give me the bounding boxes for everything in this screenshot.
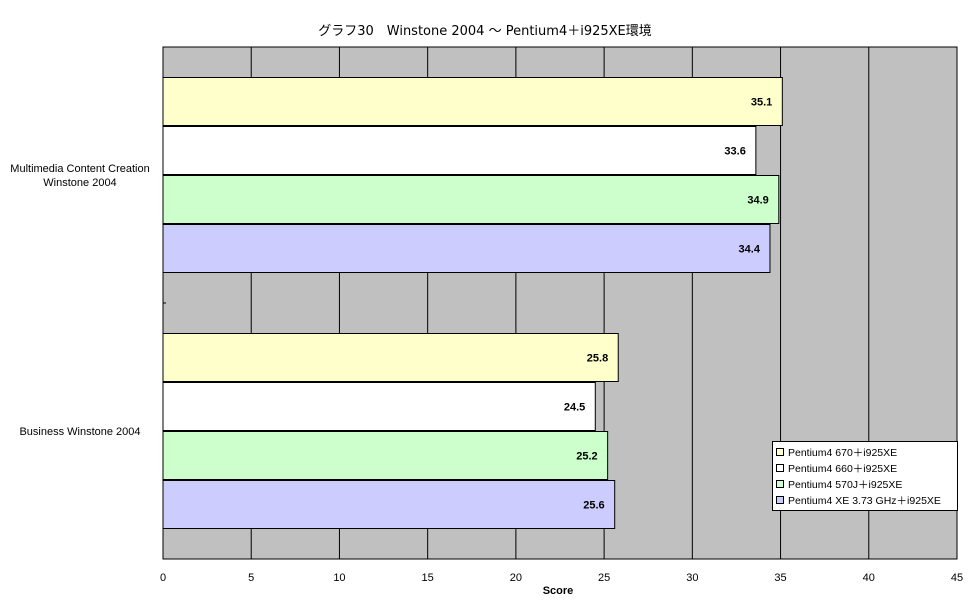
bar: [162, 126, 757, 175]
bars: [162, 77, 783, 529]
x-tick-label: 45: [951, 572, 963, 584]
legend-label: Pentium4 570J＋i925XE: [788, 478, 903, 491]
bar: [162, 175, 780, 224]
data-label: 34.9: [747, 195, 768, 207]
data-label: 25.2: [576, 451, 597, 463]
legend-item: Pentium4 670＋i925XE: [776, 444, 954, 460]
chart-title: グラフ30 Winstone 2004 ～ Pentium4＋i925XE環境: [318, 24, 652, 39]
x-tick-label: 40: [863, 572, 875, 584]
legend-label: Pentium4 670＋i925XE: [788, 446, 898, 459]
x-axis-ticks: 0 5 10 15 20 25 30 35 40 45: [160, 572, 963, 584]
bar: [162, 480, 616, 529]
x-tick-label: 30: [686, 572, 698, 584]
bar: [162, 224, 771, 273]
legend: Pentium4 670＋i925XE Pentium4 660＋i925XE Pe…: [772, 441, 958, 511]
data-label: 25.6: [583, 500, 604, 512]
data-label: 35.1: [751, 97, 772, 109]
legend-item: Pentium4 660＋i925XE: [776, 460, 954, 476]
data-label: 25.8: [587, 353, 608, 365]
x-tick-label: 20: [510, 572, 522, 584]
bar: [162, 77, 783, 126]
data-label: 24.5: [564, 402, 585, 414]
x-axis-label: Score: [543, 585, 574, 597]
data-labels: 35.1 33.6 34.9 34.4 25.8 24.5 25.2 25.6: [564, 97, 772, 512]
category-label: Business Winstone 2004: [19, 426, 140, 438]
legend-label: Pentium4 660＋i925XE: [788, 462, 898, 475]
legend-item: Pentium4 XE 3.73 GHz＋i925XE: [776, 492, 954, 508]
legend-item: Pentium4 570J＋i925XE: [776, 476, 954, 492]
legend-swatch: [776, 496, 784, 504]
bar: [162, 431, 609, 480]
x-tick-label: 0: [160, 572, 166, 584]
data-label: 33.6: [724, 146, 745, 158]
x-tick-label: 10: [333, 572, 345, 584]
legend-label: Pentium4 XE 3.73 GHz＋i925XE: [788, 494, 941, 507]
legend-swatch: [776, 480, 784, 488]
x-tick-label: 15: [422, 572, 434, 584]
bar: [162, 333, 619, 382]
x-tick-label: 35: [774, 572, 786, 584]
x-tick-label: 5: [248, 572, 254, 584]
data-label: 34.4: [739, 244, 761, 256]
category-label-line: Winstone 2004: [43, 177, 116, 189]
bar: [162, 382, 596, 431]
legend-swatch: [776, 448, 784, 456]
x-tick-label: 25: [598, 572, 610, 584]
category-label-line: Multimedia Content Creation: [10, 163, 149, 175]
legend-swatch: [776, 464, 784, 472]
category-label-line: Business Winstone 2004: [19, 426, 140, 438]
